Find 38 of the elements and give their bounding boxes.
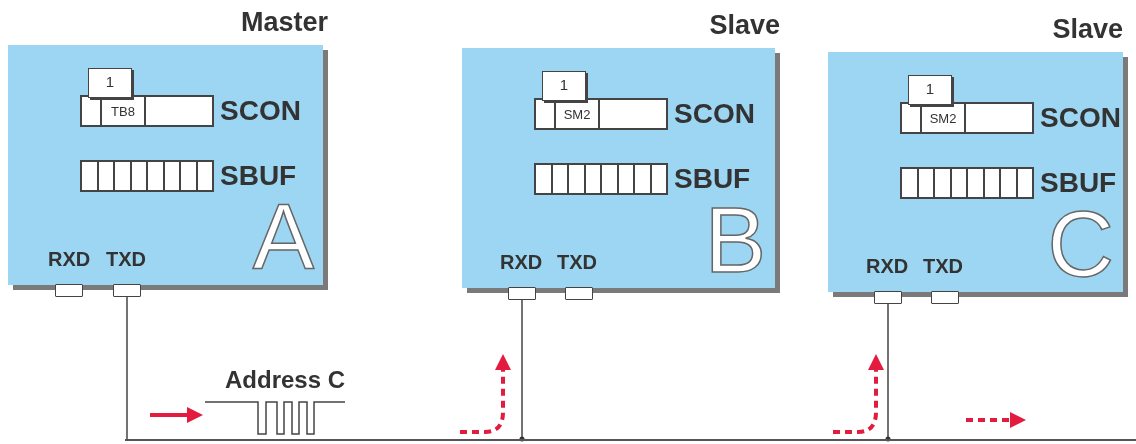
bus-line xyxy=(125,439,1136,441)
register-bar: SM2 xyxy=(900,102,1034,134)
pin-pad xyxy=(565,287,593,300)
board-title: Slave xyxy=(709,10,780,41)
register-bar: SM2 xyxy=(534,98,668,130)
register-name: SCON xyxy=(674,98,755,130)
buffer-register xyxy=(80,160,214,192)
register-bar: TB8 xyxy=(80,95,214,127)
board-title: Slave xyxy=(1052,14,1123,45)
register-name: SCON xyxy=(220,95,301,127)
connector-line xyxy=(126,296,128,440)
register-name: SBUF xyxy=(1040,167,1117,199)
board-letter: C xyxy=(1047,198,1114,290)
connector-line xyxy=(519,299,525,442)
pin-pad xyxy=(113,284,141,297)
bit-box: 1 xyxy=(88,68,132,98)
signal-label: Address C xyxy=(225,366,346,394)
register-name: SBUF xyxy=(220,160,297,192)
pin-pad xyxy=(931,291,959,304)
register-name: SBUF xyxy=(674,163,751,195)
board-letter: B xyxy=(704,194,766,286)
bit-box: 1 xyxy=(542,71,586,101)
board-letter: A xyxy=(252,191,314,283)
pin-name: TXD xyxy=(557,251,597,274)
pin-name: RXD xyxy=(500,251,543,274)
pin-pad xyxy=(874,291,902,304)
pin-name: TXD xyxy=(106,248,146,271)
buffer-register xyxy=(534,163,668,195)
buffer-register xyxy=(900,167,1034,199)
pin-pad xyxy=(55,284,83,297)
pin-pad xyxy=(508,287,536,300)
register-name: SCON xyxy=(1040,102,1121,134)
pin-name: RXD xyxy=(48,248,91,271)
pin-name: TXD xyxy=(923,255,963,278)
connector-line xyxy=(885,303,891,442)
pin-name: RXD xyxy=(866,255,909,278)
bit-box: 1 xyxy=(908,75,952,105)
board-title: Master xyxy=(240,7,328,38)
